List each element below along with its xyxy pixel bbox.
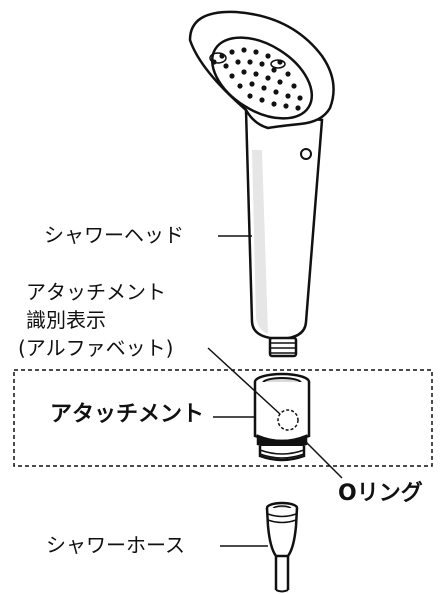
face-ring-right <box>270 59 286 69</box>
label-o-ring: Oリング <box>338 481 423 506</box>
handle-button-icon <box>300 148 312 160</box>
attachment-group-box <box>13 369 433 467</box>
label-attachment: アタッチメント <box>50 402 205 427</box>
leader-lines <box>207 235 343 547</box>
face-ring <box>209 52 227 64</box>
spray-nozzles-icon <box>211 47 303 111</box>
shower-hose <box>265 501 299 593</box>
label-attachment-id-line3: (アルファベット) <box>18 336 174 360</box>
handle-shading <box>252 150 268 334</box>
attachment-part <box>253 372 311 462</box>
label-attachment-id-line2: 識別表示 <box>26 308 106 332</box>
label-shower-hose: シャワーホース <box>46 533 185 557</box>
leader-attachment-id <box>207 347 281 415</box>
leader-o-ring <box>304 440 343 479</box>
label-attachment-id-line1: アタッチメント <box>26 280 166 304</box>
label-shower-head: シャワーヘッド <box>44 223 184 247</box>
hose-tube <box>274 556 290 590</box>
hose-fitting <box>265 507 299 558</box>
shower-head <box>188 10 335 358</box>
attachment-id-mark <box>277 409 299 431</box>
